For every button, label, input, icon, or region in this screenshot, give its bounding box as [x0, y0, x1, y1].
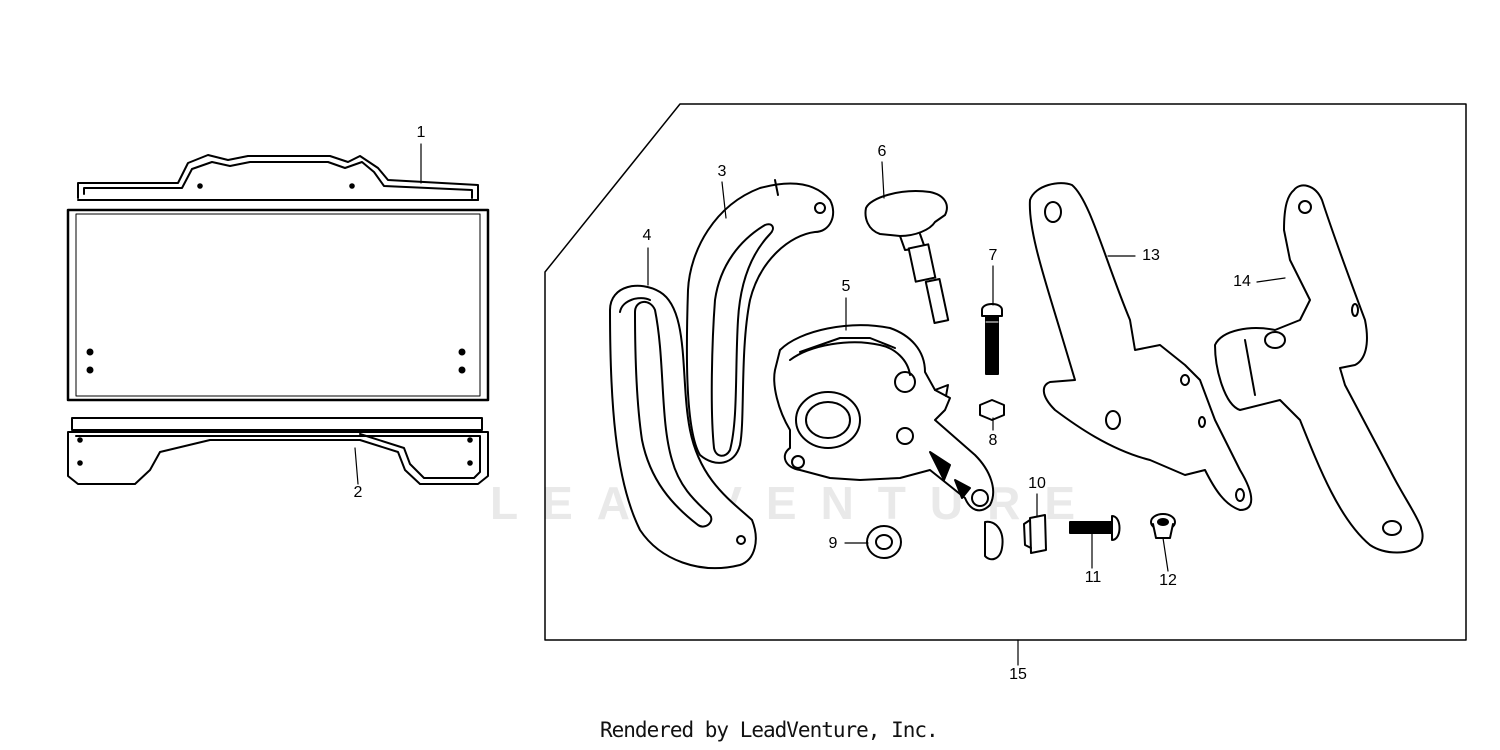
part-15-kit-frame	[544, 103, 1467, 641]
callout-6: 6	[877, 143, 887, 160]
part-13-bracket	[1028, 182, 1253, 511]
callout-4: 4	[642, 227, 652, 244]
callout-3: 3	[717, 163, 727, 180]
part-10-spacer	[1023, 514, 1047, 554]
callout-9: 9	[828, 535, 838, 552]
callout-11: 11	[1084, 569, 1102, 586]
part-7-bolt	[981, 303, 1003, 375]
part-9-washer	[866, 525, 902, 559]
part-11-screw	[1069, 515, 1121, 541]
leader-lines	[354, 143, 1286, 666]
callout-2: 2	[353, 484, 363, 501]
part-2-lower-trim	[67, 417, 489, 485]
callout-1: 1	[416, 124, 426, 141]
callout-13: 13	[1142, 247, 1160, 264]
callout-5: 5	[841, 278, 851, 295]
callout-8: 8	[988, 432, 998, 449]
part-5-clamp	[773, 324, 1004, 561]
part-4-curved-bracket	[609, 284, 757, 570]
callout-12: 12	[1159, 572, 1177, 589]
part-14-bracket	[1214, 184, 1424, 554]
part-3-curved-bracket	[685, 179, 835, 464]
part-1-windshield	[66, 154, 490, 402]
part-12-flange-nut	[1150, 513, 1176, 539]
callout-10: 10	[1028, 475, 1046, 492]
footer-credit: Rendered by LeadVenture, Inc.	[600, 718, 939, 742]
callout-14: 14	[1233, 273, 1251, 290]
part-8-nut	[979, 399, 1005, 421]
callout-7: 7	[988, 247, 998, 264]
part-6-knob-bolt	[864, 190, 950, 324]
callout-15: 15	[1009, 666, 1027, 683]
